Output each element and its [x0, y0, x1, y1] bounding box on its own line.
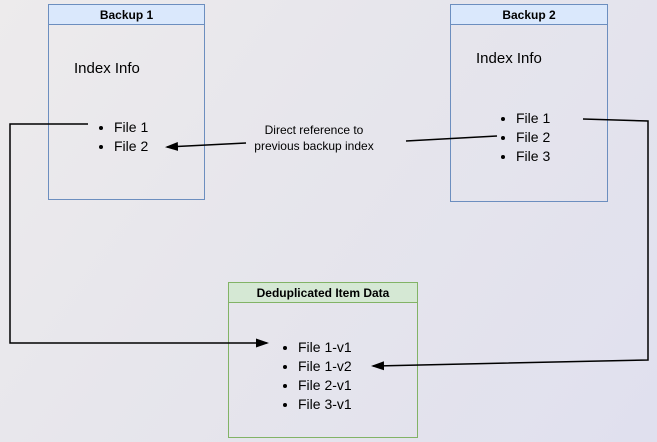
dedup-title: Deduplicated Item Data	[229, 283, 417, 303]
backup2-file-list: File 1 File 2 File 3	[451, 109, 550, 166]
annotation-line: Direct reference to	[264, 123, 364, 137]
direct-reference-annotation: Direct reference to previous backup inde…	[240, 122, 388, 154]
backup1-title: Backup 1	[49, 5, 204, 25]
list-item: File 2-v1	[298, 376, 352, 395]
list-item: File 2	[114, 137, 148, 156]
backup1-file-list: File 1 File 2	[49, 118, 148, 156]
backup2-box: Backup 2 Index Info File 1 File 2 File 3	[450, 4, 608, 202]
list-item: File 1	[114, 118, 148, 137]
backup2-index-label: Index Info	[476, 50, 542, 67]
backup2-title: Backup 2	[451, 5, 607, 25]
dedup-file-list: File 1-v1 File 1-v2 File 2-v1 File 3-v1	[229, 338, 352, 414]
backup1-index-label: Index Info	[74, 60, 140, 77]
list-item: File 2	[516, 128, 550, 147]
list-item: File 3	[516, 147, 550, 166]
list-item: File 1	[516, 109, 550, 128]
annotation-line: previous backup index	[254, 139, 374, 153]
backup1-box: Backup 1 Index Info File 1 File 2	[48, 4, 205, 200]
list-item: File 1-v2	[298, 357, 352, 376]
dedup-box: Deduplicated Item Data File 1-v1 File 1-…	[228, 282, 418, 438]
list-item: File 1-v1	[298, 338, 352, 357]
list-item: File 3-v1	[298, 395, 352, 414]
